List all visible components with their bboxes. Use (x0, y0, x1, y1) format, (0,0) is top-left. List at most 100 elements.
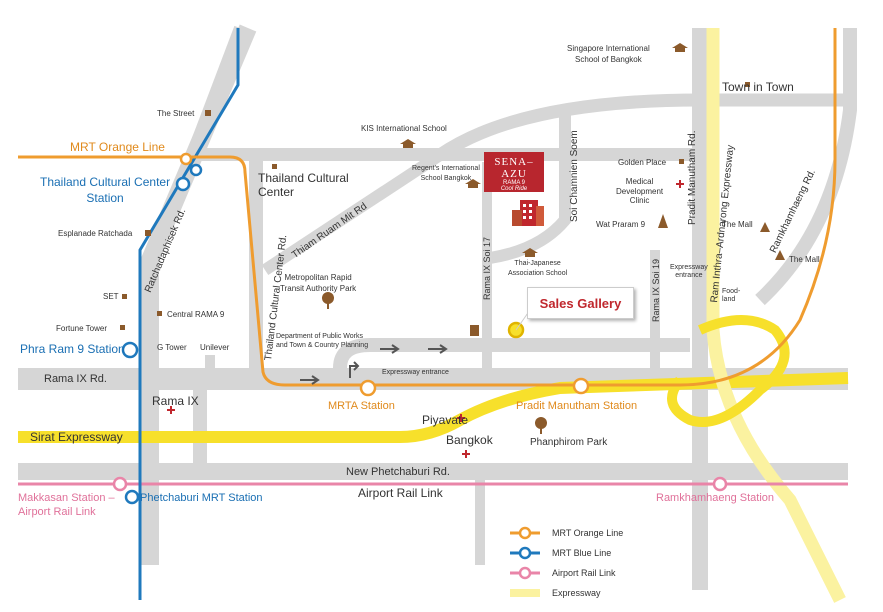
town-in-town-marker-icon (745, 82, 750, 87)
school-icon (522, 248, 538, 257)
soi17-road-label: Rama IX Soi 17 (482, 236, 492, 300)
school-icon (465, 179, 481, 188)
unilever-label: Unilever (200, 343, 230, 352)
pradit-manutham-road-label: Pradit Manutham Rd. (687, 130, 698, 226)
mrt-orange-line (18, 28, 837, 387)
project-sub: RAMA 9 (502, 180, 525, 186)
new-phetchaburi-road-label: New Phetchaburi Rd. (346, 466, 450, 478)
mrt-orange-line-label: MRT Orange Line (70, 140, 165, 154)
central-rama9-label: Central RAMA 9 (167, 310, 225, 319)
golden-place-marker-icon (679, 159, 684, 164)
pradit-manutham-station-label[interactable]: Pradit Manutham Station (516, 400, 638, 412)
blue-interchange-marker[interactable] (189, 163, 203, 177)
orange-interchange-marker[interactable] (179, 152, 193, 166)
soi-chamnien-road (488, 105, 571, 264)
thiam-ruam-mit-road (261, 149, 444, 276)
station-markers (112, 152, 728, 505)
rama9-road-label: Rama IX Rd. (44, 373, 107, 385)
ramkhamhaeng-station-label[interactable]: Ramkhamhaeng Station (656, 492, 775, 504)
diag-road (184, 25, 246, 163)
arrow-icon (349, 361, 360, 378)
phra-ram-9-station-label[interactable]: Phra Ram 9 Station (20, 342, 125, 356)
bangkok-hospital-label: Bangkok (446, 433, 493, 447)
project-logo[interactable]: SENA–AZU RAMA 9 Cool Ride (484, 152, 544, 192)
makkasan-station-label[interactable]: Makkasan Station – Airport Rail Link (18, 492, 115, 519)
kis-label: KIS International School (361, 124, 447, 133)
project-building-icon (512, 200, 544, 226)
ram-intra-expressway (706, 28, 846, 603)
tcc-marker-icon (272, 164, 277, 169)
dpt-label: Department of Public Works and Town & Co… (276, 333, 369, 350)
wat-praram9-label: Wat Praram 9 (596, 220, 646, 229)
thai-japanese-label: Thai-Japanese Association School (508, 260, 568, 277)
park-tree-icon (535, 417, 547, 434)
direction-arrows (300, 344, 448, 385)
legend-airport-icon (518, 566, 532, 580)
hospital-icon (462, 450, 470, 458)
fortune-tower-marker-icon (120, 325, 125, 330)
mall-icon (775, 250, 785, 260)
soi-chamnien-road-label: Soi Chamnien Soem (569, 130, 580, 222)
legend-label-blue: MRT Blue Line (552, 548, 612, 558)
legend-orange-icon (518, 526, 532, 540)
phanphirom-park-label: Phanphirom Park (530, 437, 608, 448)
symbols (322, 43, 785, 434)
phetchaburi-station-icon[interactable] (124, 489, 140, 505)
park-tree-icon (322, 292, 334, 309)
legend-label-orange: MRT Orange Line (552, 528, 624, 538)
mall-icon (760, 222, 770, 232)
new-phetchaburi-road (18, 463, 848, 480)
pradit-manutham-station-icon[interactable] (572, 377, 590, 395)
expressway-entrance-r-label: Expressway entrance (670, 264, 708, 280)
food-land-label: Food- land (722, 288, 741, 304)
hospital-icon (167, 406, 175, 414)
legend-label-airport: Airport Rail Link (552, 568, 616, 578)
legend-label-expressway: Expressway (552, 588, 601, 598)
medical-clinic-label: Medical Development Clinic (616, 177, 664, 206)
central-rama9-icon (157, 311, 162, 316)
airport-rail-label: Airport Rail Link (358, 486, 443, 500)
hospital-icon (457, 414, 465, 422)
the-mall-2-label: The Mall (789, 255, 820, 264)
piyavate-label: Piyavate (422, 413, 469, 427)
school-icon (400, 139, 416, 148)
the-street-icon (205, 110, 211, 116)
poi-markers (120, 82, 750, 330)
sales-gallery-label: Sales Gallery (539, 295, 622, 311)
esplanade-label: Esplanade Ratchada (58, 229, 133, 238)
ramkhamhaeng-station-icon[interactable] (712, 476, 728, 492)
mrta-park-label: Metropolitan Rapid Transit Authority Par… (280, 273, 357, 294)
ramkhamhaeng-road (755, 28, 857, 306)
school-icon (672, 43, 688, 52)
phra-ram-9-station-icon[interactable] (121, 341, 139, 359)
golden-place-label: Golden Place (618, 158, 667, 167)
curve-road (436, 93, 850, 161)
legend-swatches (510, 526, 540, 597)
mrta-station-icon[interactable] (359, 379, 377, 397)
thailand-cultural-center-station-icon[interactable] (175, 176, 191, 192)
phetchaburi-station-label[interactable]: Phetchaburi MRT Station (140, 492, 263, 504)
access-road (333, 338, 690, 369)
makkasan-station-icon[interactable] (112, 476, 128, 492)
arrow-icon (300, 375, 320, 385)
town-in-town-label: Town in Town (722, 80, 794, 94)
sales-gallery-box[interactable]: Sales Gallery (527, 287, 634, 319)
temple-icon (658, 214, 668, 228)
g-tower-label: G Tower (157, 343, 187, 352)
the-mall-1-label: The Mall (722, 220, 753, 229)
thailand-cultural-center-station-label[interactable]: Thailand Cultural Center Station (40, 175, 171, 205)
mrta-station-label[interactable]: MRTA Station (328, 400, 395, 412)
project-name: SENA–AZU (494, 156, 534, 180)
fortune-tower-label: Fortune Tower (56, 324, 107, 333)
the-street-label: The Street (157, 109, 195, 118)
arrow-icon (380, 344, 400, 354)
regents-label: Regent's International School Bangkok (412, 165, 480, 182)
gas-station-icon (470, 325, 479, 336)
soi19-road-label: Rama IX Soi 19 (651, 258, 661, 322)
hospital-crosses (167, 180, 684, 458)
set-marker-icon (122, 294, 127, 299)
legend-blue-icon (518, 546, 532, 560)
expressway-loop (667, 315, 790, 427)
set-label: SET (103, 292, 119, 301)
